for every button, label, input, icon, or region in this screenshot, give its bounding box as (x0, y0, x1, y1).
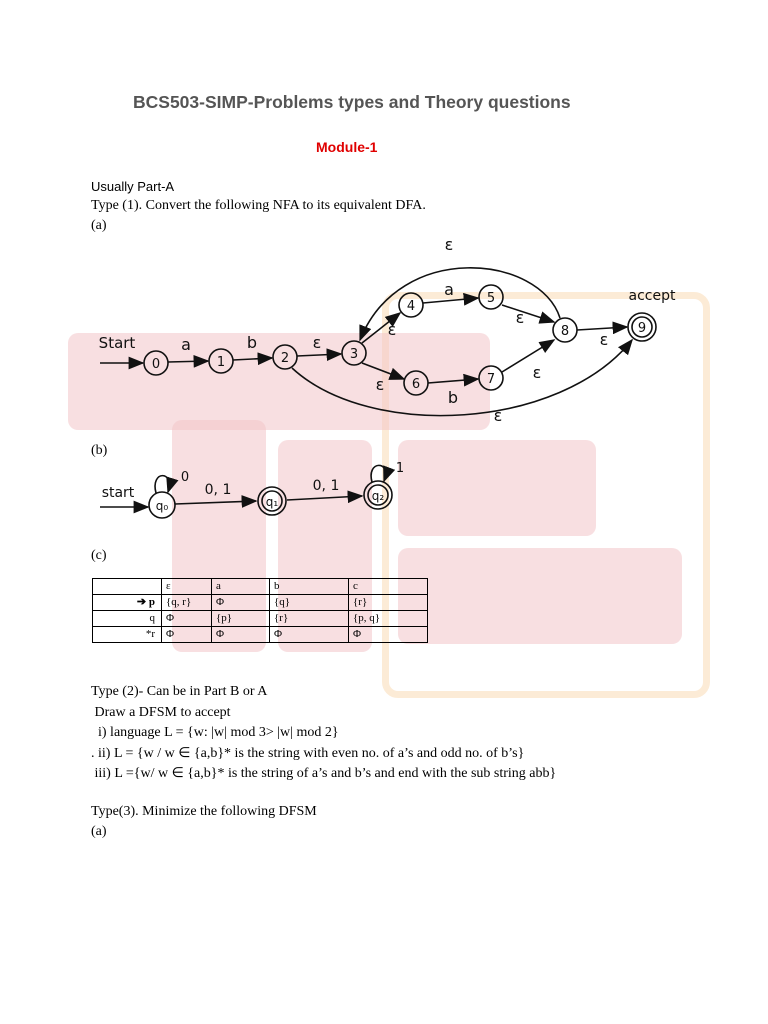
state-0-label: 0 (152, 357, 160, 372)
type2-intro: Draw a DFSM to accept (91, 705, 231, 720)
edge-label-eps: ε (388, 320, 397, 339)
type3-heading: Type(3). Minimize the following DFSM (91, 804, 317, 819)
table-cell: {p, q} (348, 610, 428, 627)
table-cell: {q} (269, 594, 349, 611)
state-q1-inner (261, 490, 283, 512)
state-q2 (363, 480, 393, 510)
table-cell: {q, r} (161, 594, 212, 611)
state-8-label: 8 (561, 324, 569, 339)
table-cell (92, 578, 162, 595)
table-row: q Φ {p} {r} {p, q} (92, 610, 428, 627)
state-q0-label: q₀ (156, 499, 169, 513)
table-cell: {r} (348, 594, 428, 611)
loop-q0-label: 0 (181, 470, 189, 485)
part-a-note: Usually Part-A (91, 179, 175, 194)
type2-item-2: . ii) L = {w / w ∈ {a,b}* is the string … (91, 746, 525, 761)
table-cell: Φ (161, 610, 212, 627)
transition-table: ε a b c ➔ p {q, r} Φ {q} {r} q Φ {p} {r}… (92, 578, 428, 643)
edge-label-eps: ε (376, 375, 385, 394)
start-label-a: Start (99, 334, 136, 352)
edge-label-q0-q1: 0, 1 (205, 482, 232, 498)
table-cell: ε (161, 578, 212, 595)
state-q1-label: q₁ (266, 495, 279, 509)
loop-q2-label: 1 (396, 461, 404, 476)
table-cell: b (269, 578, 349, 595)
edge-label-eps: ε (494, 406, 503, 425)
label-b: (b) (91, 443, 108, 458)
table-cell: c (348, 578, 428, 595)
watermark-block (68, 333, 490, 430)
table-row: *r Φ Φ Φ Φ (92, 626, 428, 643)
state-5-label: 5 (487, 291, 495, 306)
table-row: ε a b c (92, 578, 428, 595)
state-4 (398, 292, 424, 318)
state-q0 (148, 491, 176, 519)
edge-label-eps: ε (516, 308, 525, 327)
watermark-block (398, 440, 596, 536)
type2-item-1: i) language L = {w: |w| mod 3> |w| mod 2… (91, 725, 339, 740)
start-label-b: start (102, 485, 135, 501)
table-row: ➔ p {q, r} Φ {q} {r} (92, 594, 428, 611)
label-c: (c) (91, 548, 107, 563)
watermark-block (398, 548, 682, 644)
accept-label: accept (629, 288, 676, 304)
table-cell: Φ (211, 594, 270, 611)
state-9-label: 9 (638, 321, 646, 336)
table-cell: Φ (161, 626, 212, 643)
state-1-label: 1 (217, 355, 225, 370)
type1-heading: Type (1). Convert the following NFA to i… (91, 198, 426, 213)
table-cell: {r} (269, 610, 349, 627)
state-q2-label: q₂ (372, 489, 385, 503)
state-0 (143, 350, 169, 376)
state-6-label: 6 (412, 377, 420, 392)
type2-heading: Type (2)- Can be in Part B or A (91, 684, 268, 699)
page-title: BCS503-SIMP-Problems types and Theory qu… (133, 92, 571, 112)
table-cell: ➔ p (92, 594, 162, 611)
edge-label-eps: ε (313, 333, 322, 352)
state-q1 (257, 486, 287, 516)
edge-label-b: b (448, 388, 458, 407)
module-heading: Module-1 (316, 139, 378, 155)
edge-label-q1-q2: 0, 1 (313, 478, 340, 494)
table-cell: *r (92, 626, 162, 643)
state-4-label: 4 (407, 299, 415, 314)
edge-label-eps: ε (600, 330, 609, 349)
table-cell: q (92, 610, 162, 627)
edge-label-eps: ε (533, 363, 542, 382)
table-cell: {p} (211, 610, 270, 627)
table-cell: a (211, 578, 270, 595)
label-a: (a) (91, 218, 107, 233)
table-cell: Φ (211, 626, 270, 643)
table-cell: Φ (348, 626, 428, 643)
type3-label-a: (a) (91, 824, 107, 839)
edge-label-b: b (247, 333, 257, 352)
table-cell: Φ (269, 626, 349, 643)
state-3-label: 3 (350, 347, 358, 362)
state-7-label: 7 (487, 372, 495, 387)
edge-label-a: a (444, 280, 454, 299)
state-9-inner (631, 316, 653, 338)
type2-item-3: iii) L ={w/ w ∈ {a,b}* is the string of … (91, 766, 557, 781)
state-2-label: 2 (281, 351, 289, 366)
state-q2-inner (367, 484, 389, 506)
edge-label-eps: ε (445, 235, 454, 254)
edge-label-a: a (181, 335, 191, 354)
